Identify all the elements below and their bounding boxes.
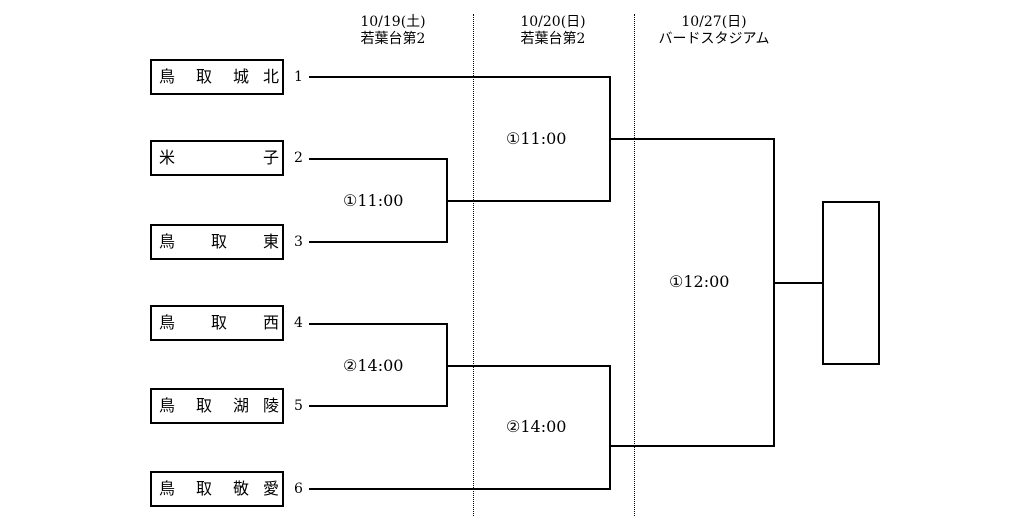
bracket-line — [610, 445, 774, 447]
team-box-4: 鳥 取 西 — [150, 305, 284, 341]
match-time-round2-bottom: ②14:00 — [506, 417, 567, 436]
team-name-char: 鳥 — [159, 479, 176, 498]
team-name-char: 鳥 — [159, 232, 176, 251]
round-divider — [634, 14, 635, 516]
round2-venue: 若葉台第2 — [520, 31, 586, 47]
team-name-char: 愛 — [263, 479, 280, 498]
team-name-char: 取 — [196, 479, 213, 498]
match-time-round1-bottom: ②14:00 — [343, 356, 404, 375]
team-name-char: 鳥 — [159, 67, 176, 86]
round1-date: 10/19(土) — [360, 14, 426, 30]
round3-date: 10/27(日) — [681, 14, 747, 30]
seed-number: 4 — [294, 315, 303, 331]
round2-date: 10/20(日) — [520, 14, 586, 30]
bracket-line — [609, 365, 611, 490]
round3-venue: バードスタジアム — [658, 31, 770, 47]
team-name-char: 子 — [263, 148, 280, 167]
team-name-char: 城 — [233, 67, 250, 86]
round2-header: 10/20(日) 若葉台第2 — [473, 14, 633, 48]
bracket-line — [309, 158, 447, 160]
match-time-round2-top: ①11:00 — [506, 129, 567, 148]
match-time-final: ①12:00 — [669, 272, 730, 291]
team-box-3: 鳥 取 東 — [150, 224, 284, 260]
seed-number: 3 — [294, 234, 303, 250]
champion-box — [822, 201, 880, 365]
team-name-char: 湖 — [233, 396, 250, 415]
team-name-char: 陵 — [263, 396, 280, 415]
team-box-2: 米 子 — [150, 140, 284, 176]
team-name-char: 鳥 — [159, 396, 176, 415]
bracket-line — [773, 138, 775, 447]
team-name-char: 取 — [211, 313, 228, 332]
team-name-char: 西 — [263, 313, 280, 332]
team-box-5: 鳥 取 湖 陵 — [150, 388, 284, 424]
team-name-char: 取 — [211, 232, 228, 251]
bracket-line — [447, 200, 610, 202]
team-name-char: 取 — [196, 67, 213, 86]
team-box-6: 鳥 取 敬 愛 — [150, 471, 284, 507]
bracket-line — [309, 76, 610, 78]
team-name-char: 鳥 — [159, 313, 176, 332]
seed-number: 5 — [294, 398, 303, 414]
bracket-line — [610, 138, 774, 140]
match-time-round1-top: ①11:00 — [343, 191, 404, 210]
seed-number: 2 — [294, 150, 303, 166]
bracket-line — [447, 365, 610, 367]
team-name-char: 北 — [263, 67, 280, 86]
seed-number: 6 — [294, 481, 303, 497]
team-name-char: 東 — [263, 232, 280, 251]
round1-venue: 若葉台第2 — [360, 31, 426, 47]
bracket-line — [309, 241, 447, 243]
round3-header: 10/27(日) バードスタジアム — [634, 14, 794, 48]
round1-header: 10/19(土) 若葉台第2 — [313, 14, 473, 48]
team-box-1: 鳥 取 城 北 — [150, 59, 284, 95]
round-divider — [473, 14, 474, 516]
bracket-line — [774, 282, 822, 284]
team-name-char: 取 — [196, 396, 213, 415]
bracket-line — [309, 488, 610, 490]
seed-number: 1 — [294, 69, 303, 85]
bracket-line — [309, 405, 447, 407]
team-name-char: 敬 — [233, 479, 250, 498]
bracket-line — [309, 323, 447, 325]
team-name-char: 米 — [159, 148, 176, 167]
